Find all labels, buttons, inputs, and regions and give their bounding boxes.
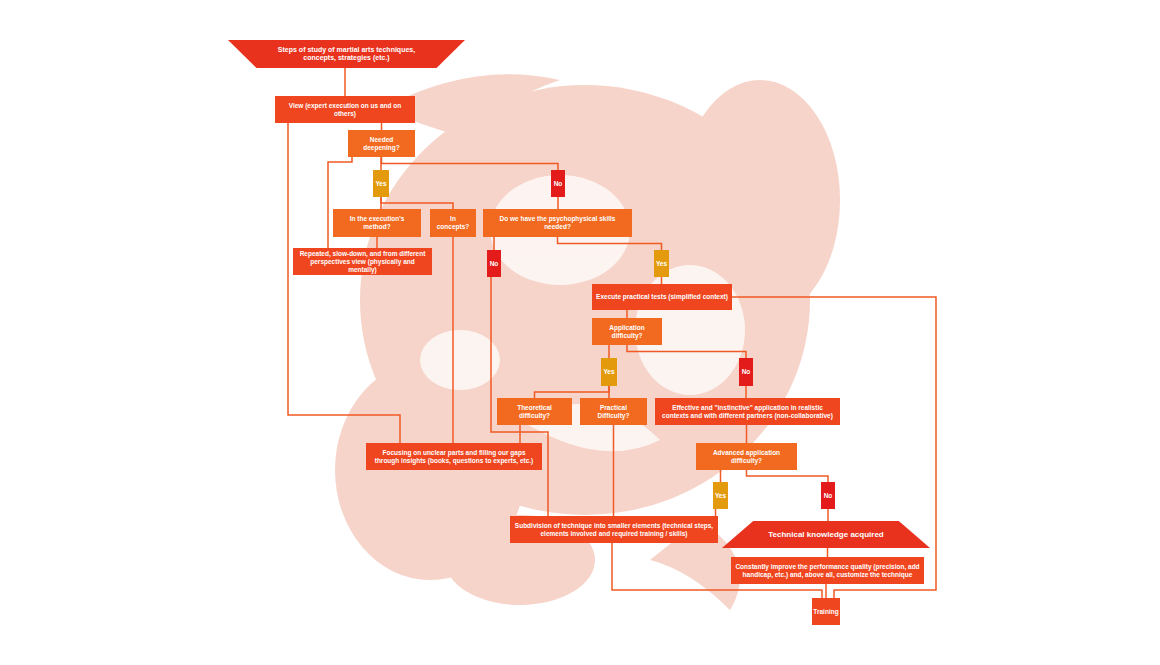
- node-text: No: [742, 368, 751, 376]
- node-text: Practical Difficulty?: [584, 404, 643, 420]
- connector-line: [613, 425, 615, 516]
- connector-line: [519, 425, 521, 443]
- process-box: Focusing on unclear parts and filling ou…: [366, 443, 542, 470]
- node-text: Needed deepening?: [352, 136, 411, 152]
- connector-line: [381, 197, 453, 209]
- connector-line: [627, 345, 746, 358]
- node-text: Yes: [656, 260, 667, 268]
- connector-line: [381, 123, 383, 130]
- question-box: Theoretical difficulty?: [497, 398, 572, 425]
- node-text: No: [490, 260, 499, 268]
- connector-line: [825, 584, 827, 598]
- question-box: In concepts?: [430, 209, 476, 237]
- connector-line: [493, 237, 495, 250]
- yes-box: Yes: [713, 482, 728, 509]
- no-box: No: [487, 250, 501, 277]
- node-text: No: [824, 492, 833, 500]
- node-text: In the execution's method?: [337, 215, 417, 231]
- question-box: Advanced application difficulty?: [696, 443, 797, 470]
- process-box: View (expert execution on us and on othe…: [275, 96, 415, 123]
- connector-line: [382, 157, 559, 170]
- process-box: Subdivision of technique into smaller el…: [510, 516, 718, 543]
- connector-line: [558, 237, 662, 250]
- node-text: Constantly improve the performance quali…: [735, 563, 920, 579]
- connector-line: [720, 470, 722, 482]
- process-box: Execute practical tests (simplified cont…: [592, 284, 732, 310]
- question-box: Application difficulty?: [592, 318, 662, 345]
- process-box: Training: [812, 598, 840, 625]
- no-box: No: [739, 358, 753, 386]
- node-text: Focusing on unclear parts and filling ou…: [370, 449, 538, 465]
- node-text: Yes: [603, 368, 614, 376]
- yes-box: Yes: [654, 250, 669, 277]
- connector-line: [452, 237, 454, 443]
- connector-line: [288, 123, 400, 443]
- connector-line: [747, 470, 829, 482]
- connector-line: [535, 386, 610, 398]
- node-text: Training: [813, 608, 838, 616]
- node-text: Application difficulty?: [596, 324, 658, 340]
- connector-line: [745, 386, 747, 398]
- node-text: Do we have the psychophysical skills nee…: [487, 215, 628, 231]
- node-text: Advanced application difficulty?: [700, 449, 793, 465]
- no-box: No: [821, 482, 835, 509]
- connector-line: [491, 277, 548, 516]
- node-text: Yes: [375, 180, 386, 188]
- process-box: Repeated, slow-down, and from different …: [293, 248, 432, 275]
- node-text: Subdivision of technique into smaller el…: [514, 522, 714, 538]
- connector-line: [661, 277, 663, 284]
- node-text: Yes: [715, 492, 726, 500]
- node-text: Steps of study of martial arts technique…: [262, 46, 431, 63]
- connector-line: [344, 68, 346, 96]
- node-text: No: [554, 180, 563, 188]
- connector-line: [626, 310, 628, 318]
- question-box: Do we have the psychophysical skills nee…: [483, 209, 632, 237]
- connector-line: [557, 197, 559, 209]
- connector-line: [608, 345, 610, 358]
- question-box: Practical Difficulty?: [580, 398, 647, 425]
- question-box: Needed deepening?: [348, 130, 415, 157]
- connector-line: [715, 509, 717, 516]
- result-banner: Technical knowledge acquired: [722, 521, 930, 548]
- node-text: View (expert execution on us and on othe…: [279, 102, 411, 118]
- yes-box: Yes: [373, 170, 389, 197]
- connector-line: [608, 386, 610, 398]
- no-box: No: [551, 170, 565, 197]
- process-box: Effective and "instinctive" application …: [655, 398, 840, 425]
- node-text: Effective and "instinctive" application …: [659, 404, 836, 420]
- node-text: Technical knowledge acquired: [768, 530, 883, 540]
- node-text: Repeated, slow-down, and from different …: [297, 250, 428, 273]
- connector-line: [827, 548, 829, 557]
- question-box: In the execution's method?: [333, 209, 421, 237]
- node-text: Execute practical tests (simplified cont…: [596, 293, 728, 301]
- connector-line: [827, 509, 829, 521]
- yes-box: Yes: [601, 358, 617, 386]
- title-banner: Steps of study of martial arts technique…: [228, 40, 465, 68]
- connector-line: [376, 237, 378, 248]
- process-box: Constantly improve the performance quali…: [731, 557, 924, 584]
- node-text: In concepts?: [434, 215, 472, 231]
- node-text: Theoretical difficulty?: [501, 404, 568, 420]
- connector-line: [746, 425, 748, 443]
